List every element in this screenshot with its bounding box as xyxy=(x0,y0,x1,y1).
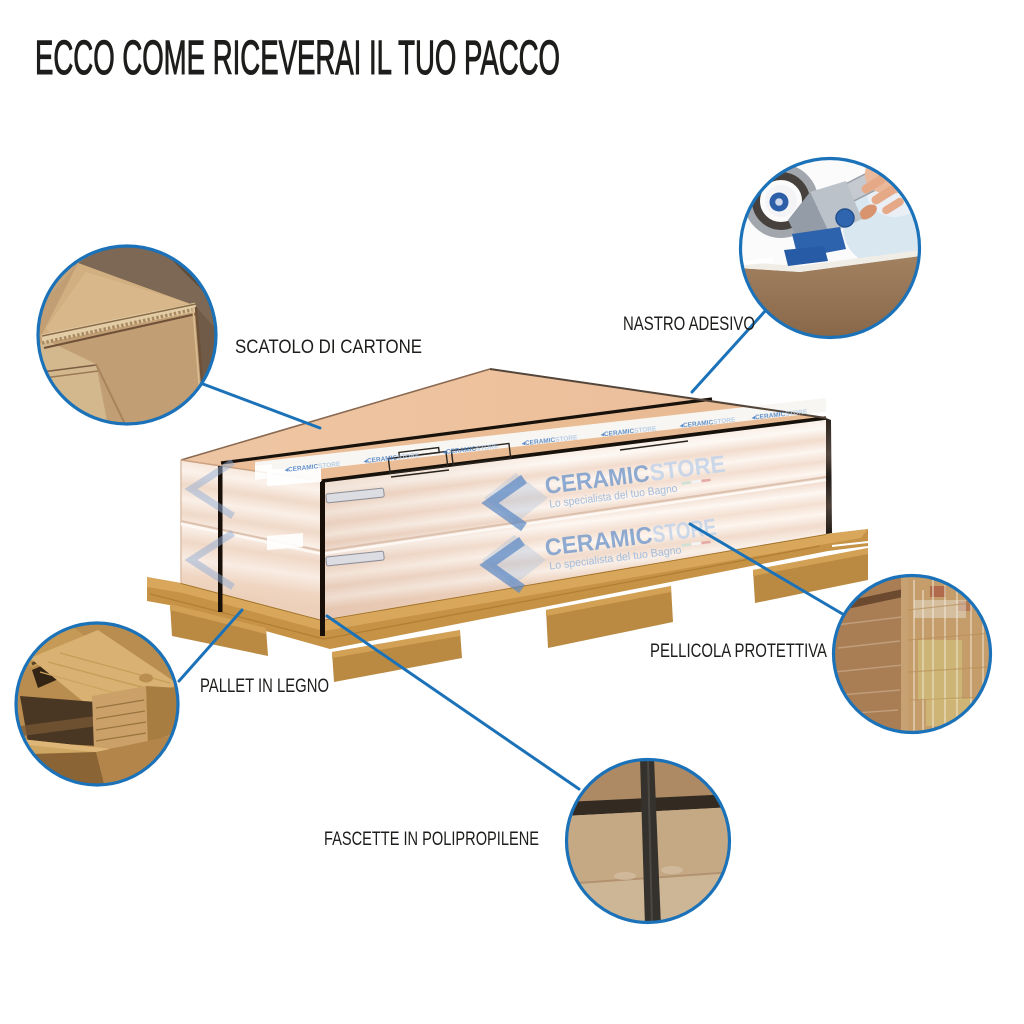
svg-text:NASTRO ADESIVO: NASTRO ADESIVO xyxy=(623,313,755,335)
svg-text:ECCO COME RICEVERAI IL TUO PAC: ECCO COME RICEVERAI IL TUO PACCO xyxy=(35,32,560,85)
svg-text:PELLICOLA PROTETTIVA: PELLICOLA PROTETTIVA xyxy=(650,640,827,662)
svg-text:PALLET IN LEGNO: PALLET IN LEGNO xyxy=(200,675,329,697)
svg-text:SCATOLO DI CARTONE: SCATOLO DI CARTONE xyxy=(235,336,422,358)
svg-text:FASCETTE IN POLIPROPILENE: FASCETTE IN POLIPROPILENE xyxy=(324,828,539,850)
